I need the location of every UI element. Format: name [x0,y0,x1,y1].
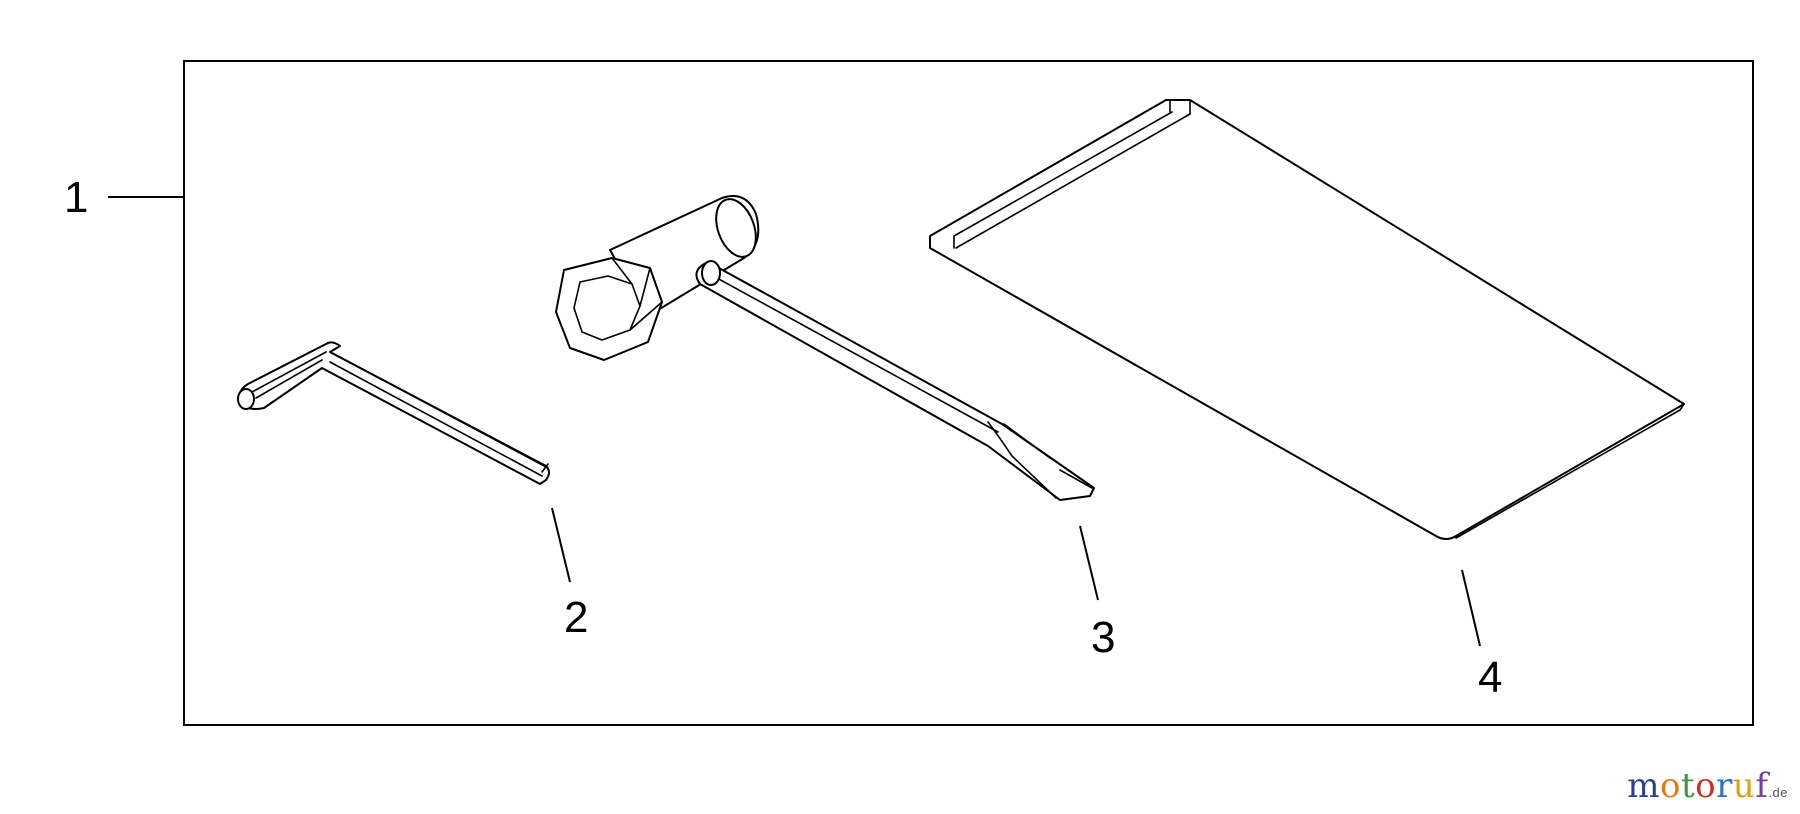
part-number-4: 4 [1478,653,1502,702]
part-number-2: 2 [564,593,588,642]
part-number-1: 1 [64,173,88,222]
callout-line-4 [1461,569,1481,647]
kit-frame [183,60,1754,726]
spark-plug-wrench-icon [555,195,1095,501]
watermark-letter: m [1627,766,1661,806]
site-watermark-logo: motoruf.de [1627,766,1788,806]
callout-line-3 [1079,525,1099,601]
part-number-3: 3 [1091,613,1115,662]
watermark-letter: u [1732,766,1756,806]
watermark-letter: f [1755,766,1769,806]
watermark-tld: .de [1768,785,1788,800]
watermark-letter: o [1695,766,1717,806]
instruction-card-icon [929,99,1685,540]
hex-key-icon [237,341,550,485]
watermark-letter: o [1660,766,1681,806]
watermark-letter: r [1716,766,1733,806]
watermark-letter: t [1681,766,1696,806]
callout-line-2 [551,507,571,583]
